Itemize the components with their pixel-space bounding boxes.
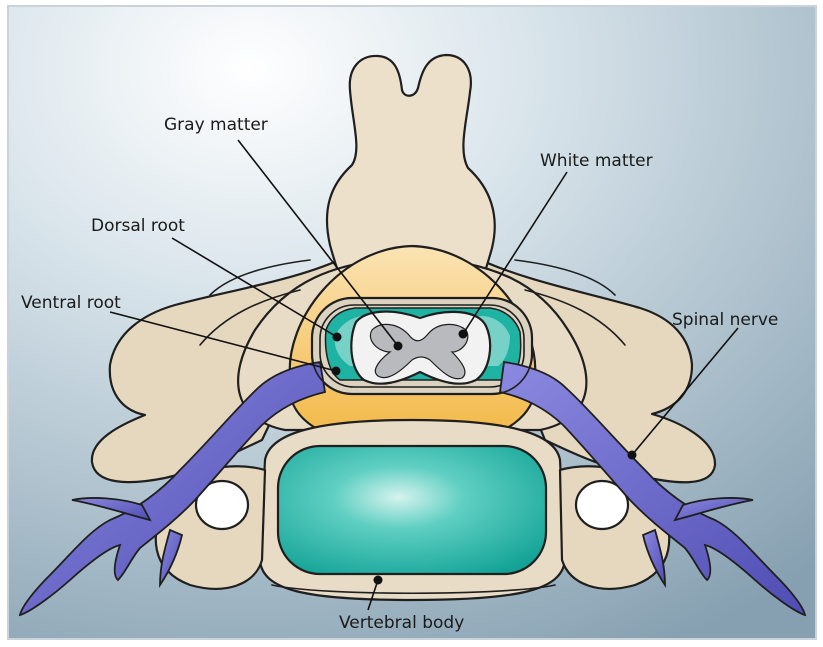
label-gray-matter: Gray matter bbox=[164, 115, 268, 135]
label-spinal-nerve: Spinal nerve bbox=[672, 310, 778, 330]
label-vertebral-body: Vertebral body bbox=[339, 613, 464, 633]
label-ventral-root: Ventral root bbox=[21, 293, 121, 313]
label-white-matter: White matter bbox=[540, 151, 653, 171]
label-dorsal-root: Dorsal root bbox=[91, 216, 185, 236]
intervertebral-disc bbox=[278, 446, 546, 574]
